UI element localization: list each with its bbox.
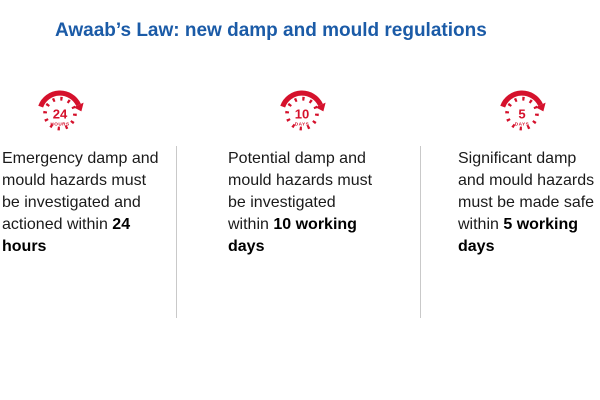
column-10-days: 10 DAYS Potential damp and mould hazards… — [228, 80, 376, 258]
regulation-text-normal: Emergency damp and mould hazards must be… — [2, 150, 159, 234]
column-divider — [420, 146, 421, 318]
column-divider — [176, 146, 177, 318]
regulation-text-bold: 10 working days — [228, 216, 357, 256]
regulation-text: Significant damp and mould hazards must … — [458, 148, 600, 258]
regulation-text-bold: 5 working days — [458, 216, 579, 256]
icon-unit: DAYS — [515, 121, 529, 126]
stopwatch-5-days-icon: 5 DAYS — [494, 80, 600, 138]
icon-number: 5 — [518, 106, 525, 121]
regulation-text-bold: 24 hours — [2, 216, 131, 256]
stopwatch-24-hours-icon: 24 HOURS — [32, 80, 164, 138]
regulation-text: Emergency damp and mould hazards must be… — [2, 148, 164, 258]
regulation-text-normal: Significant damp and mould hazards must … — [458, 150, 595, 234]
icon-unit: HOURS — [50, 121, 69, 126]
page-title: Awaab’s Law: new damp and mould regulati… — [55, 20, 487, 41]
column-24-hours: 24 HOURS Emergency damp and mould hazard… — [2, 80, 164, 258]
icon-number: 10 — [295, 106, 310, 121]
column-5-days: 5 DAYS Significant damp and mould hazard… — [458, 80, 600, 258]
regulation-text-normal: Potential damp and mould hazards must be… — [228, 150, 373, 234]
stopwatch-10-days-icon: 10 DAYS — [274, 80, 376, 138]
icon-unit: DAYS — [295, 121, 309, 126]
regulation-text: Potential damp and mould hazards must be… — [228, 148, 376, 258]
icon-number: 24 — [53, 106, 68, 121]
